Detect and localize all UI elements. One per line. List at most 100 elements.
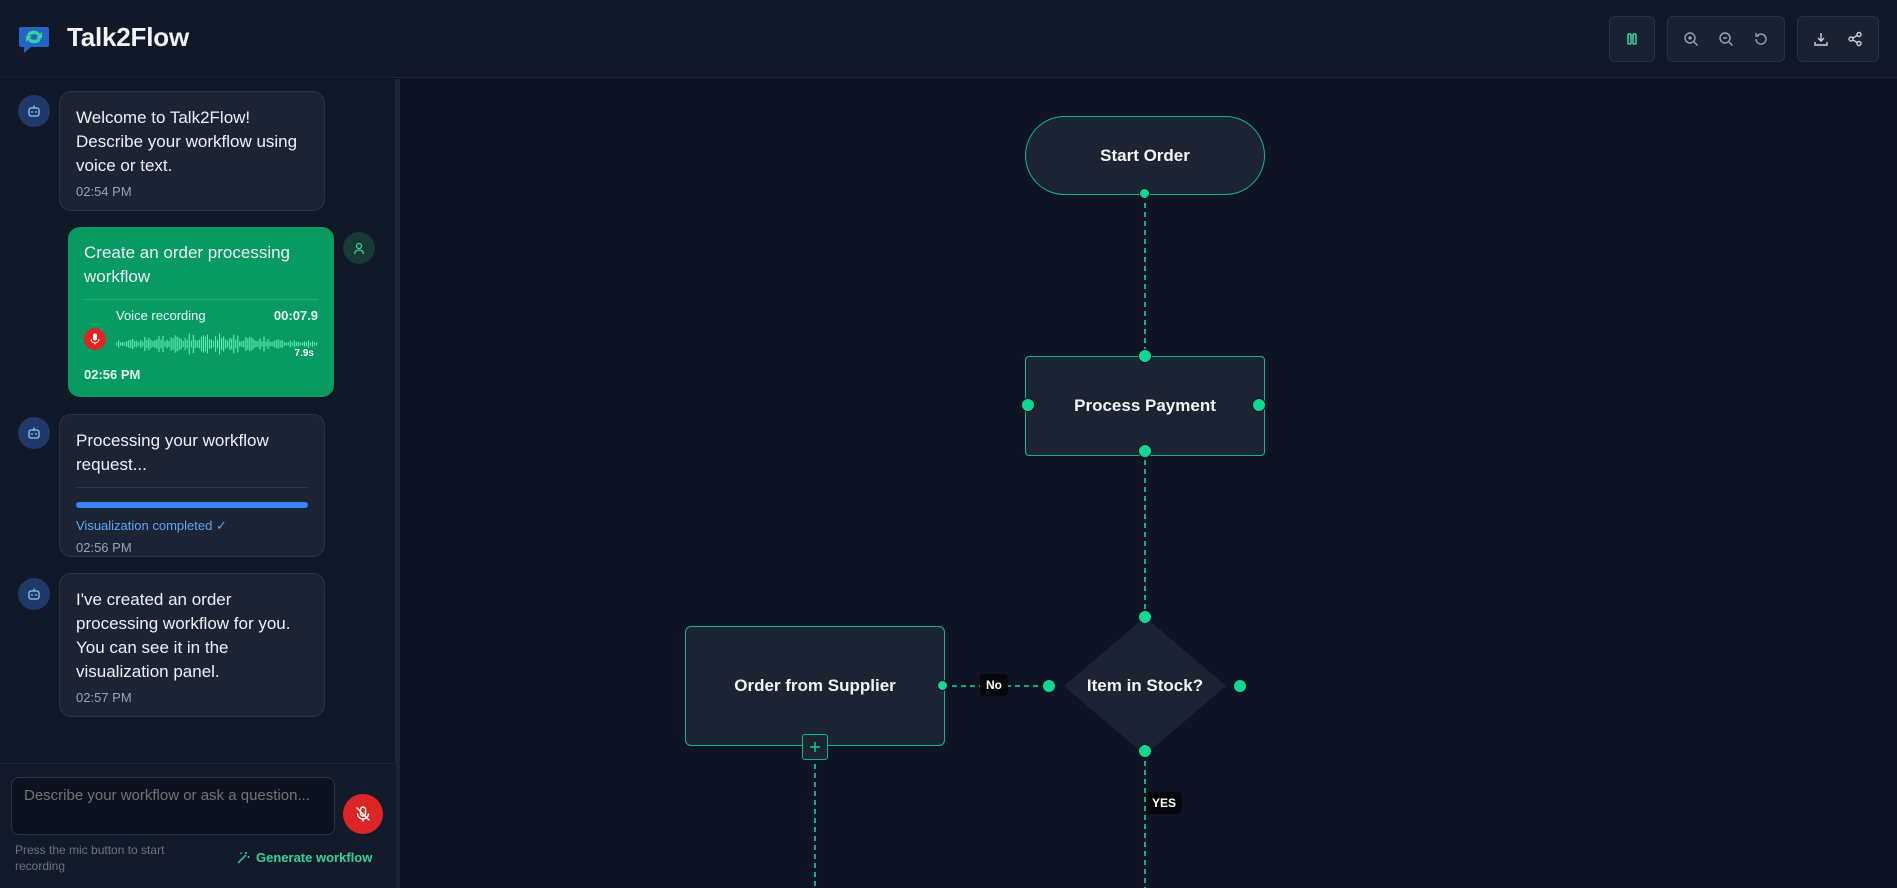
- waveform-bar: [196, 340, 198, 348]
- handle-payment-bottom[interactable]: [1138, 444, 1152, 458]
- message-time: 02:56 PM: [84, 367, 141, 382]
- waveform-bar: [194, 339, 196, 349]
- user-avatar: [343, 232, 375, 264]
- node-process-payment[interactable]: Process Payment: [1025, 356, 1265, 456]
- waveform-bar: [285, 342, 287, 346]
- waveform-bar: [295, 341, 297, 347]
- add-node-button[interactable]: [802, 734, 828, 760]
- handle-payment-left[interactable]: [1021, 398, 1035, 412]
- waveform-bar: [309, 342, 312, 346]
- mic-button[interactable]: [343, 794, 383, 834]
- waveform-bar: [198, 339, 200, 349]
- waveform-bar: [122, 341, 124, 347]
- waveform-bar: [253, 339, 255, 349]
- bot-icon: [28, 588, 40, 600]
- message-text: Create an order processing workflow: [84, 243, 291, 286]
- zoom-out-button[interactable]: [1709, 21, 1744, 57]
- mic-off-icon: [356, 806, 370, 822]
- waveform-bar: [134, 341, 136, 347]
- bot-avatar: [18, 95, 50, 127]
- waveform-bar: [263, 336, 265, 352]
- voice-label: Voice recording: [116, 308, 206, 323]
- handle-stock-left[interactable]: [1042, 679, 1056, 693]
- waveform-bar: [176, 336, 178, 352]
- waveform-bar: [172, 338, 174, 350]
- flow-canvas[interactable]: Start Order Process Payment Item in Stoc…: [400, 79, 1897, 888]
- waveform-bar: [180, 338, 182, 350]
- handle-payment-right[interactable]: [1252, 398, 1266, 412]
- progress-bar: [76, 502, 308, 508]
- pause-button[interactable]: [1614, 21, 1650, 57]
- voice-duration: 00:07.9: [273, 308, 318, 323]
- share-button[interactable]: [1838, 21, 1872, 57]
- generate-workflow-button[interactable]: Generate workflow: [236, 850, 372, 865]
- handle-payment-top[interactable]: [1138, 349, 1152, 363]
- waveform-bar: [160, 339, 162, 349]
- waveform-bar: [164, 341, 166, 347]
- zoom-in-button[interactable]: [1674, 21, 1709, 57]
- waveform-bar: [277, 339, 279, 349]
- bot-avatar: [18, 578, 50, 610]
- waveform-bar: [144, 337, 146, 351]
- waveform-bar: [146, 340, 148, 348]
- app-header: Talk2Flow: [0, 0, 1897, 78]
- download-button[interactable]: [1804, 21, 1838, 57]
- waveform-bar: [214, 336, 217, 352]
- waveform-bar: [305, 341, 307, 347]
- waveform-bar: [299, 342, 301, 346]
- bot-message: Processing your workflow request... Visu…: [59, 414, 325, 557]
- handle-stock-right[interactable]: [1233, 679, 1247, 693]
- waveform-bar: [279, 340, 281, 348]
- waveform-bar: [239, 341, 241, 347]
- zoom-group: [1667, 16, 1785, 62]
- node-order-from-supplier[interactable]: Order from Supplier: [685, 626, 945, 746]
- waveform-bar: [152, 341, 154, 347]
- bot-message: Welcome to Talk2Flow! Describe your work…: [59, 91, 325, 211]
- waveform-bar: [235, 339, 237, 349]
- reset-icon: [1754, 33, 1767, 45]
- waveform-bar: [158, 336, 160, 352]
- node-item-in-stock[interactable]: Item in Stock?: [1065, 666, 1225, 706]
- handle-supplier-right[interactable]: [937, 680, 948, 691]
- voice-recording[interactable]: Voice recording 00:07.9 7.9s: [84, 299, 318, 367]
- divider: [76, 487, 308, 488]
- decision-diamond[interactable]: [1064, 617, 1226, 755]
- waveform-bar: [128, 340, 130, 348]
- export-group: [1797, 16, 1879, 62]
- edge-label-yes: YES: [1146, 792, 1183, 814]
- waveform-bar: [174, 335, 176, 353]
- waveform-bar: [154, 340, 156, 348]
- waveform-bar: [261, 341, 263, 347]
- node-start-order[interactable]: Start Order: [1025, 116, 1265, 195]
- recording-hint: Press the mic button to start recording: [15, 843, 165, 873]
- waveform-bar: [132, 338, 134, 350]
- waveform-bar: [315, 342, 318, 346]
- waveform-bar: [257, 341, 259, 347]
- waveform-bar: [168, 341, 170, 347]
- waveform-bar: [273, 340, 275, 348]
- waveform-bar: [249, 336, 251, 352]
- waveform-bar: [251, 337, 253, 351]
- handle-stock-top[interactable]: [1138, 610, 1152, 624]
- waveform-bar: [287, 342, 289, 346]
- reset-view-button[interactable]: [1743, 21, 1778, 57]
- panel-resize-handle[interactable]: [395, 79, 400, 888]
- message-input[interactable]: [11, 777, 335, 835]
- waveform-bar: [124, 342, 126, 346]
- handle-start-bottom[interactable]: [1139, 188, 1150, 199]
- message-composer: Press the mic button to start recording …: [0, 763, 396, 888]
- waveform-bar: [283, 342, 285, 346]
- bot-icon: [28, 427, 40, 439]
- waveform-bar: [241, 341, 243, 347]
- waveform-bar: [307, 340, 309, 348]
- waveform-bar: [255, 340, 257, 348]
- handle-stock-bottom[interactable]: [1138, 744, 1152, 758]
- zoom-in-icon: [1684, 32, 1699, 46]
- user-message: Create an order processing workflow Voic…: [68, 227, 334, 397]
- message-time: 02:57 PM: [76, 690, 132, 705]
- waveform-bar: [217, 339, 219, 349]
- waveform-bar: [202, 335, 204, 353]
- waveform-bar: [297, 341, 299, 347]
- waveform-bar: [118, 340, 120, 348]
- recording-mic[interactable]: [84, 328, 106, 350]
